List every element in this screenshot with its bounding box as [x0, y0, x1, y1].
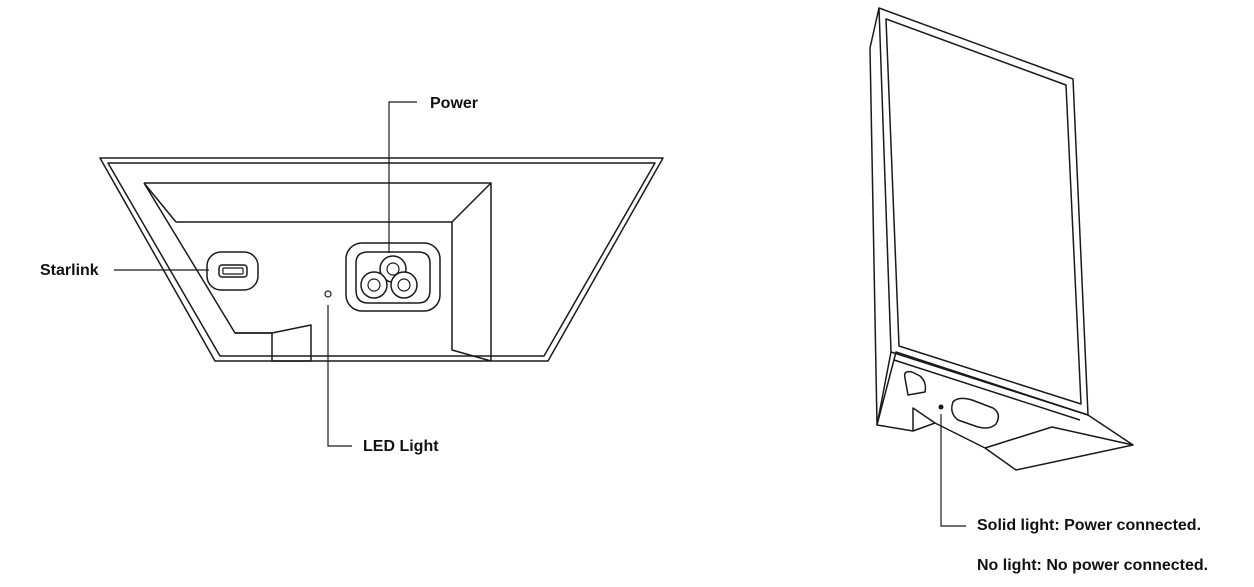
pocket-left-corner: [143, 182, 177, 223]
pocket-corner-edge: [451, 182, 492, 223]
solid-light-leader-line: [940, 414, 966, 527]
stand-bottom-edge: [984, 426, 1134, 449]
led-light-dot: [324, 290, 332, 298]
panel-front-inner: [885, 18, 1082, 405]
pocket-floor-edge: [176, 221, 492, 362]
power-port-icon: [360, 255, 418, 299]
side-led-dot: [938, 404, 944, 410]
panel-front-outer: [878, 7, 1089, 416]
router-side-view: [869, 7, 1134, 527]
router-bottom-view: [99, 101, 664, 447]
stand-base-outline: [876, 351, 1134, 471]
side-starlink-port: [903, 370, 927, 396]
base-inner-rim: [107, 162, 656, 357]
foot-block: [271, 324, 312, 362]
solid-light-label: Solid light: Power connected.: [977, 517, 1202, 534]
side-power-port: [951, 397, 1000, 429]
panel-side-edge: [869, 7, 892, 426]
base-outer-outline: [99, 157, 664, 362]
starlink-label: Starlink: [40, 262, 99, 279]
stand-top-edge: [893, 359, 1081, 421]
led-leader-line: [327, 305, 352, 447]
starlink-port-pins: [222, 267, 244, 275]
power-leader-line: [388, 101, 417, 253]
no-light-label: No light: No power connected.: [977, 557, 1209, 574]
stand-foot: [912, 407, 936, 431]
power-label: Power: [430, 95, 479, 112]
led-light-label: LED Light: [363, 438, 439, 455]
